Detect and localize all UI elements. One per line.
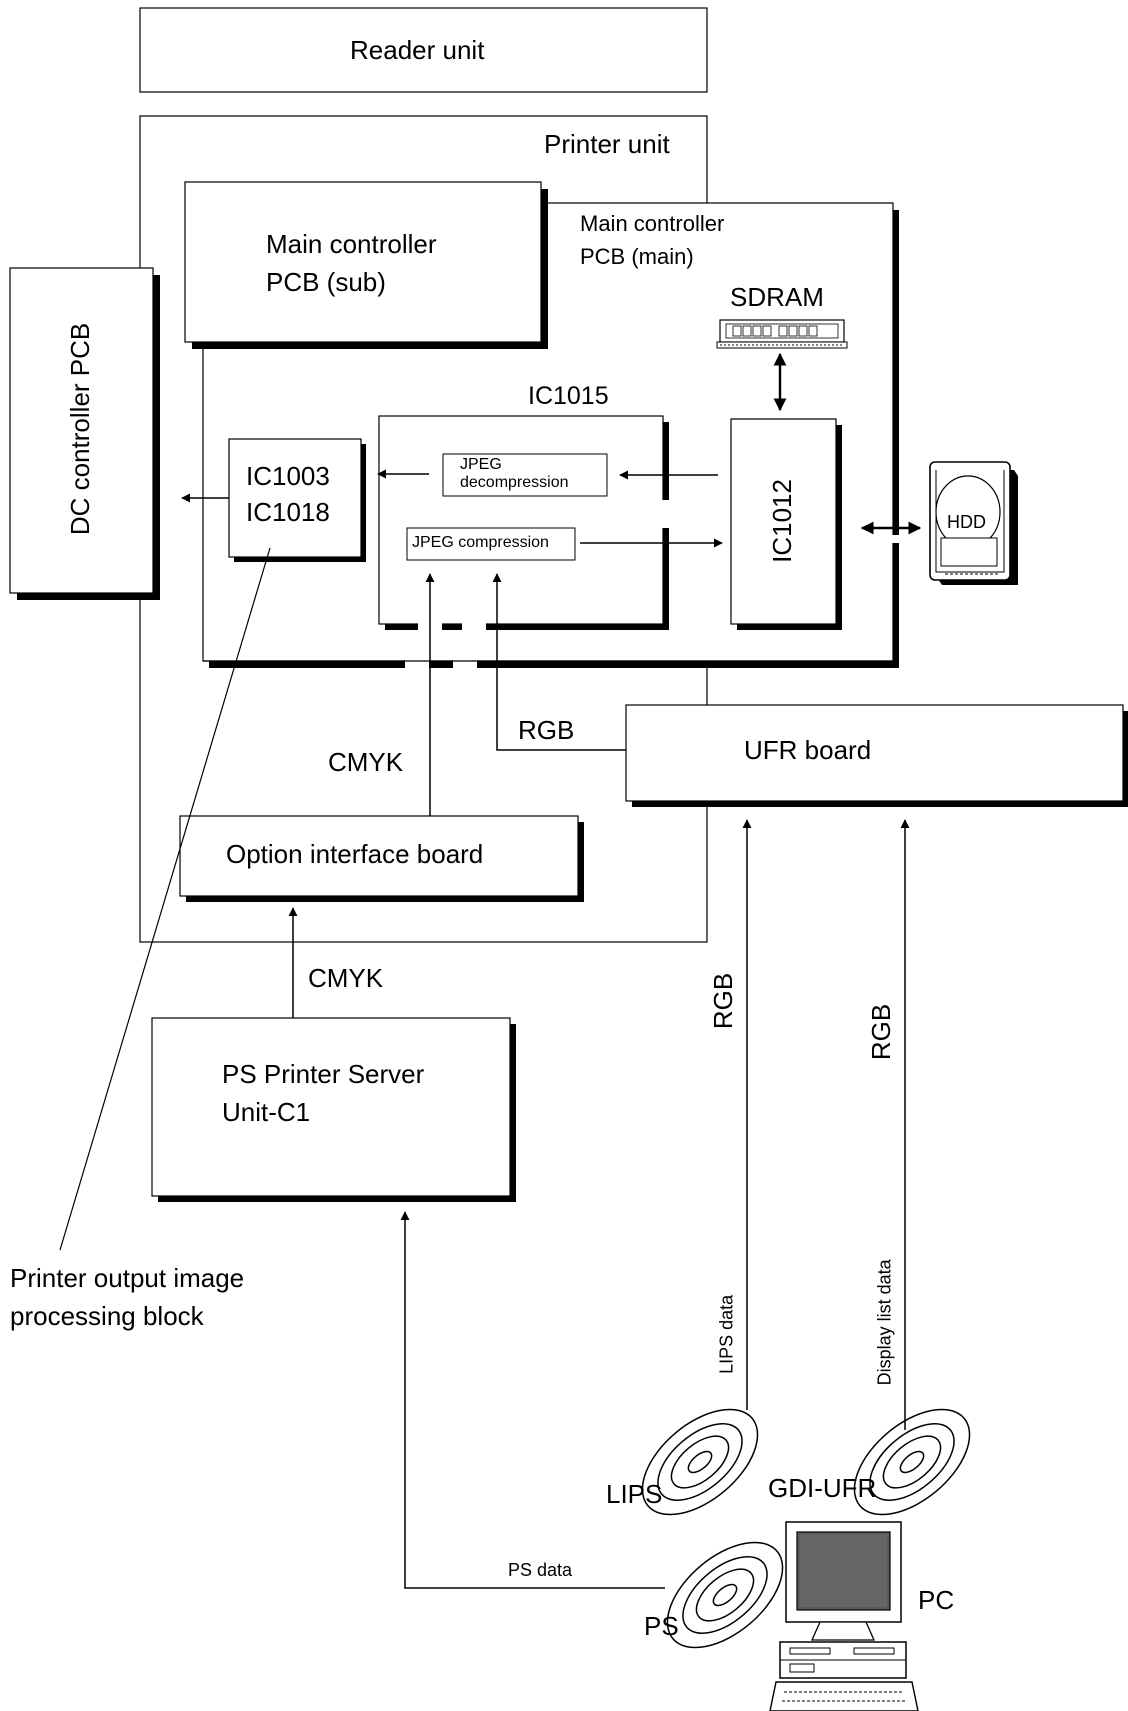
rgb-vert1-label: RGB [709, 961, 739, 1041]
hdd-label: HDD [947, 512, 986, 533]
ps-disc [648, 1522, 801, 1668]
ps-server-box [152, 1018, 516, 1202]
reader-unit-label: Reader unit [350, 36, 484, 66]
main-sub-line1: Main controller [266, 230, 437, 260]
main-main-line1: Main controller [580, 211, 724, 236]
printer-output-line1: Printer output image [10, 1264, 244, 1294]
ic1015-label: IC1015 [528, 382, 609, 411]
dc-controller-label: DC controller PCB [66, 298, 96, 560]
ps-data-label: PS data [508, 1560, 572, 1581]
ic1018-label: IC1018 [246, 498, 330, 528]
ic1012-label: IC1012 [768, 461, 798, 581]
gdi-ufr-disc [835, 1389, 988, 1535]
ic1015-box [379, 416, 672, 633]
main-sub-line2: PCB (sub) [266, 268, 386, 298]
main-main-line2: PCB (main) [580, 244, 694, 269]
lips-data-label: LIPS data [717, 1284, 738, 1384]
jpeg-comp-label: JPEG compression [412, 534, 549, 552]
gdi-ufr-disc-label: GDI-UFR [768, 1474, 876, 1504]
printer-output-line2: processing block [10, 1302, 204, 1332]
ic1003-label: IC1003 [246, 462, 330, 492]
pc-icon [770, 1522, 918, 1711]
rgb-top-label: RGB [518, 716, 574, 746]
sdram-chip [717, 320, 847, 348]
cmyk-lower-label: CMYK [308, 964, 383, 994]
cmyk-upper-label: CMYK [328, 748, 403, 778]
lips-disc-label: LIPS [606, 1480, 662, 1510]
arrow-psdata-to-server [405, 1212, 665, 1588]
ps-server-line1: PS Printer Server [222, 1060, 424, 1090]
pc-label: PC [918, 1586, 954, 1616]
printer-unit-label: Printer unit [544, 130, 670, 160]
ps-disc-label: PS [644, 1612, 679, 1642]
jpeg-decomp-line2: decompression [460, 474, 569, 492]
display-list-data-label: Display list data [875, 1237, 896, 1407]
option-if-label: Option interface board [226, 840, 483, 870]
rgb-vert2-label: RGB [867, 992, 897, 1072]
ufr-board-box [626, 705, 1128, 807]
jpeg-decomp-line1: JPEG [460, 456, 502, 474]
lips-disc [623, 1389, 776, 1535]
sdram-label: SDRAM [730, 283, 824, 313]
ps-server-line2: Unit-C1 [222, 1098, 310, 1128]
main-controller-sub-box [185, 182, 548, 349]
ufr-board-label: UFR board [744, 736, 871, 766]
